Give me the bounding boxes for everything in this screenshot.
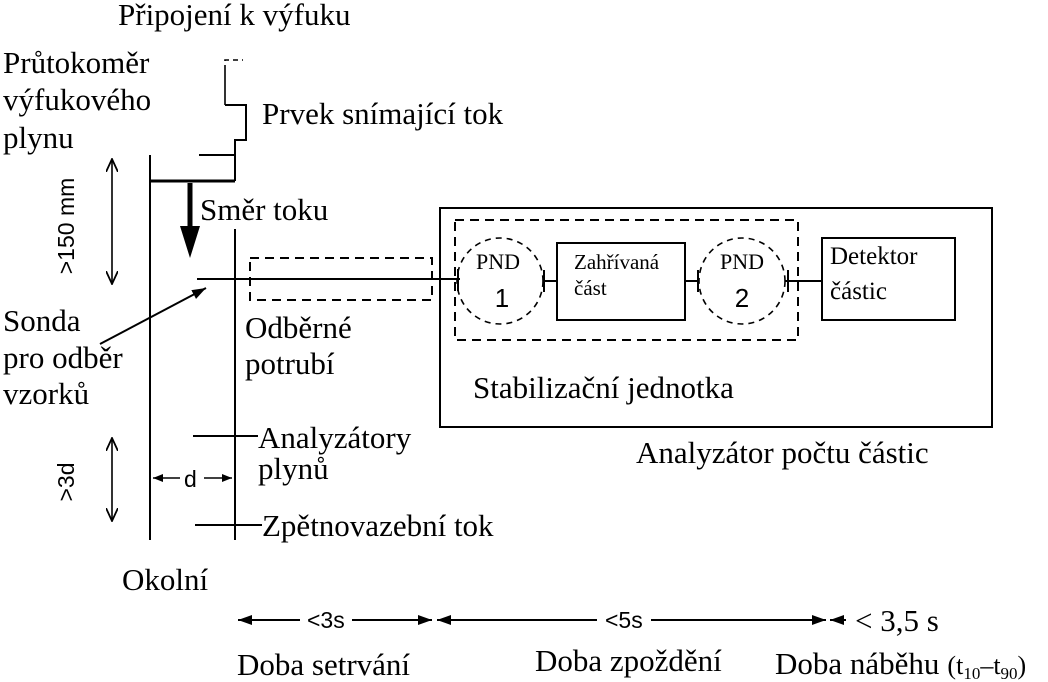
rise-time-notation-open: (t [947, 651, 964, 680]
delay-time-limit: <5s [605, 607, 643, 633]
rise-time-label: Doba náběhu (t10–t90) [775, 646, 1026, 682]
pnd1-label: PND [476, 249, 520, 274]
rise-time-notation-sub-start: 10 [963, 664, 980, 682]
rise-time-notation-dash: –t [979, 651, 1001, 680]
sampling-probe-label-line-3: vzorků [3, 376, 89, 411]
heated-section-label-line-2: část [574, 276, 607, 300]
rise-time-limit: < 3,5 s [855, 603, 939, 638]
gas-analyzers-label-line-2: plynů [258, 451, 329, 486]
probe-height-dimension-label: >150 mm [53, 178, 79, 275]
sampling-probe-pointer-arrow [99, 287, 207, 345]
particle-detector-label-line-1: Detektor [830, 243, 918, 270]
ambient-label: Okolní [122, 562, 209, 597]
pnd2-number: 2 [735, 283, 749, 313]
rise-time-notation-close: ) [1018, 651, 1027, 680]
flow-direction-arrow-head [180, 226, 200, 258]
probe-spacing-dimension-label: >3d [53, 462, 79, 501]
flow-meter-label-line-1: Průtokoměr [3, 45, 150, 80]
pnd1-number: 1 [495, 283, 509, 313]
transfer-tube-label-line-1: Odběrné [245, 310, 352, 345]
stabilization-unit-box [454, 219, 799, 341]
rise-time-notation-sub-end: 90 [1001, 664, 1018, 682]
flow-direction-label: Směr toku [200, 192, 328, 227]
particle-detector-label-line-2: částic [830, 278, 887, 305]
exhaust-pipe [149, 59, 247, 540]
particle-counter-box [439, 207, 993, 428]
flow-meter-label-line-2: výfukového [3, 82, 151, 117]
particle-detector-box [821, 237, 956, 321]
transfer-tube-label-line-2: potrubí [245, 346, 335, 381]
stabilization-unit-label: Stabilizační jednotka [473, 370, 734, 405]
sampling-probe-label-line-1: Sonda [3, 303, 81, 338]
pnd2-label: PND [720, 249, 764, 274]
sampling-probe-label-line-2: pro odběr [3, 340, 123, 375]
residence-time-limit: <3s [307, 607, 345, 633]
gas-analyzers-label-line-1: Analyzátory [258, 420, 412, 455]
exhaust-connection-label: Připojení k výfuku [118, 0, 351, 32]
diameter-label: d [184, 466, 197, 492]
heated-section-label-line-1: Zahřívaná [574, 250, 660, 274]
flow-sensing-element-label: Prvek snímající tok [262, 96, 504, 131]
flow-direction-arrow [180, 183, 200, 258]
feedback-flow-label: Zpětnovazební tok [262, 508, 494, 543]
residence-time-label: Doba setrvání [237, 647, 410, 682]
rise-time-label-text: Doba náběhu [775, 646, 939, 681]
flow-sensing-element-shape [225, 104, 247, 181]
exhaust-connection-break [224, 59, 243, 70]
delay-time-label: Doba zpoždění [535, 643, 722, 678]
particle-counter-title: Analyzátor počtu částic [636, 435, 929, 470]
transfer-tube-box [249, 257, 433, 301]
flow-meter-label-line-3: plynu [3, 120, 74, 155]
